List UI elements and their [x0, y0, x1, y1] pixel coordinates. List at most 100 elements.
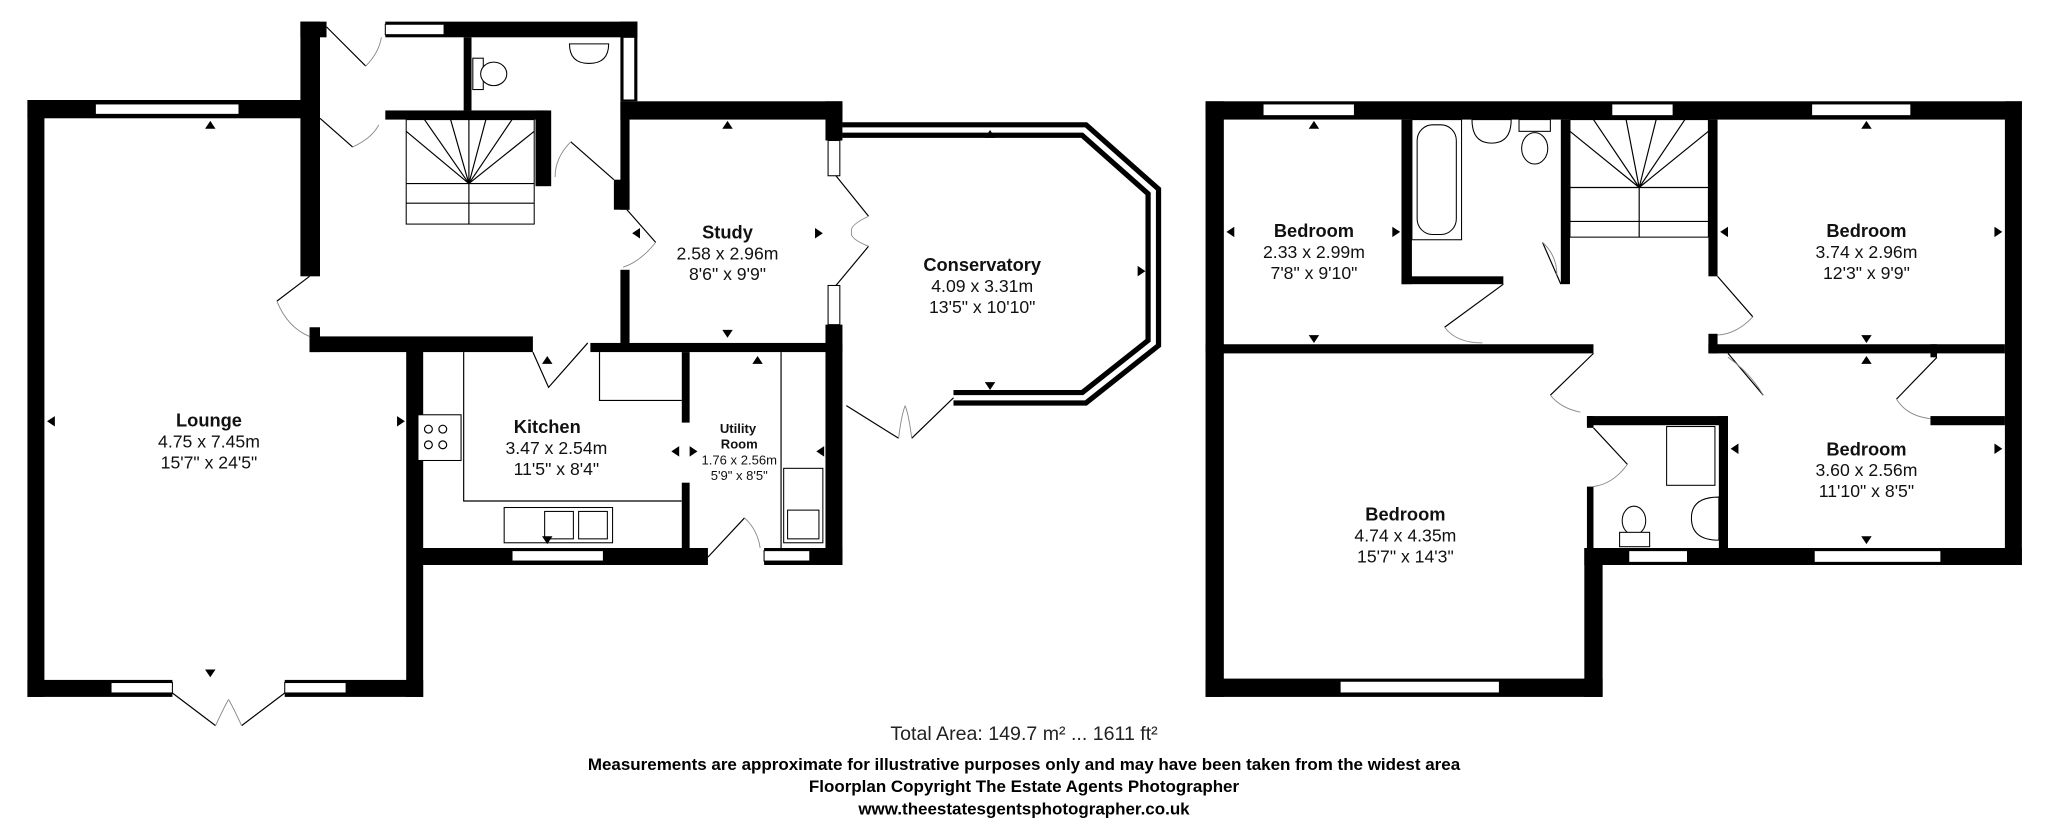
basin-icon	[568, 43, 610, 64]
room-size-imperial: 11'5" x 8'4"	[514, 459, 600, 479]
wall	[620, 101, 630, 210]
wall	[620, 269, 630, 346]
room-name: Utility	[720, 421, 757, 436]
wall	[1708, 119, 1718, 277]
wall	[535, 110, 552, 187]
window	[1611, 103, 1674, 117]
staircase-icon	[1569, 119, 1709, 238]
wall	[1930, 416, 2005, 426]
room-size-metric: 1.76 x 2.56m	[702, 452, 778, 467]
wall	[1708, 344, 2005, 354]
room-size-metric: 2.33 x 2.99m	[1263, 242, 1365, 262]
ground-floor-plan: Lounge 4.75 x 7.45m 15'7" x 24'5" Study …	[27, 21, 1162, 727]
wall	[1586, 486, 1594, 565]
window	[384, 23, 445, 36]
wall	[309, 327, 320, 353]
wall	[1401, 276, 1504, 285]
room-name: Room	[721, 437, 758, 452]
wall	[1205, 101, 1224, 697]
footer: Total Area: 149.7 m² ... 1611 ft² Measur…	[588, 723, 1461, 818]
basin-icon	[1690, 496, 1720, 541]
wall	[27, 100, 45, 697]
room-name: Bedroom	[1365, 504, 1445, 525]
bath-icon	[1411, 119, 1463, 241]
staircase-icon	[405, 119, 535, 225]
room-name: Bedroom	[1826, 220, 1906, 241]
wall	[300, 21, 320, 277]
room-size-imperial: 12'3" x 9'9"	[1823, 263, 1910, 283]
room-size-metric: 3.47 x 2.54m	[505, 438, 607, 458]
window	[827, 139, 841, 177]
toilet-icon	[1521, 132, 1549, 165]
french-door	[172, 692, 286, 727]
doors	[1444, 242, 1938, 488]
room-size-imperial: 13'5" x 10'10"	[929, 297, 1035, 317]
wall	[1708, 333, 1718, 354]
room-size-imperial: 7'8" x 9'10"	[1271, 263, 1358, 283]
wall	[385, 110, 546, 120]
room-name: Lounge	[176, 410, 242, 431]
window	[511, 550, 604, 562]
wall	[681, 352, 690, 423]
wall	[309, 336, 533, 353]
room-size-imperial: 15'7" x 24'5"	[161, 452, 258, 472]
door	[532, 342, 745, 558]
window	[284, 682, 347, 694]
room-size-metric: 4.74 x 4.35m	[1354, 525, 1456, 545]
conservatory-walls	[842, 122, 1162, 439]
room-size-imperial: 5'9" x 8'5"	[711, 468, 768, 483]
window	[1813, 550, 1942, 563]
room-size-metric: 2.58 x 2.96m	[677, 243, 779, 263]
toilet-cistern	[1518, 119, 1551, 132]
total-area: Total Area: 149.7 m² ... 1611 ft²	[890, 723, 1158, 745]
room-name: Bedroom	[1826, 438, 1906, 459]
wall	[681, 482, 690, 548]
room-size-imperial: 15'7" x 14'3"	[1357, 546, 1454, 566]
door	[570, 141, 657, 243]
toilet-icon	[480, 61, 508, 87]
wall	[300, 21, 327, 38]
wall	[1560, 119, 1570, 285]
wall	[406, 346, 424, 697]
window	[1262, 103, 1355, 117]
disclaimer: Measurements are approximate for illustr…	[588, 755, 1461, 774]
window	[94, 103, 240, 115]
sink-icon	[503, 506, 614, 544]
utility-sink-icon	[783, 467, 824, 544]
door	[276, 26, 367, 302]
window	[763, 550, 811, 562]
wall	[590, 342, 843, 353]
toilet-cistern	[1619, 531, 1651, 548]
wall	[1718, 416, 1728, 565]
french-door	[835, 175, 870, 286]
toilet-icon	[1621, 505, 1647, 536]
window	[1811, 103, 1912, 117]
website: www.theestatesgentsphotographer.co.uk	[857, 799, 1190, 818]
wall	[1586, 416, 1728, 426]
room-size-imperial: 11'10" x 8'5"	[1819, 481, 1914, 501]
basin-icon	[1471, 119, 1512, 144]
room-name: Bedroom	[1274, 220, 1354, 241]
wall	[2004, 101, 2022, 565]
wall	[385, 21, 638, 38]
window	[1339, 680, 1500, 694]
room-size-metric: 3.74 x 2.96m	[1815, 242, 1917, 262]
room-size-metric: 4.75 x 7.45m	[158, 431, 260, 451]
room-name: Study	[702, 221, 754, 242]
window	[110, 682, 173, 694]
room-name: Conservatory	[923, 254, 1042, 275]
wall	[825, 101, 843, 141]
wall	[463, 37, 472, 111]
room-size-metric: 3.60 x 2.56m	[1815, 460, 1917, 480]
window	[622, 36, 636, 101]
first-floor-plan: Bedroom 2.33 x 2.99m 7'8" x 9'10" Bedroo…	[1205, 101, 2022, 697]
hob-icon	[417, 414, 462, 462]
window	[827, 284, 841, 326]
shower-icon	[1666, 426, 1716, 486]
room-name: Kitchen	[514, 416, 581, 437]
wall	[1930, 344, 1937, 358]
wall	[1401, 119, 1412, 285]
wall	[1586, 416, 1594, 428]
wall	[825, 324, 843, 565]
